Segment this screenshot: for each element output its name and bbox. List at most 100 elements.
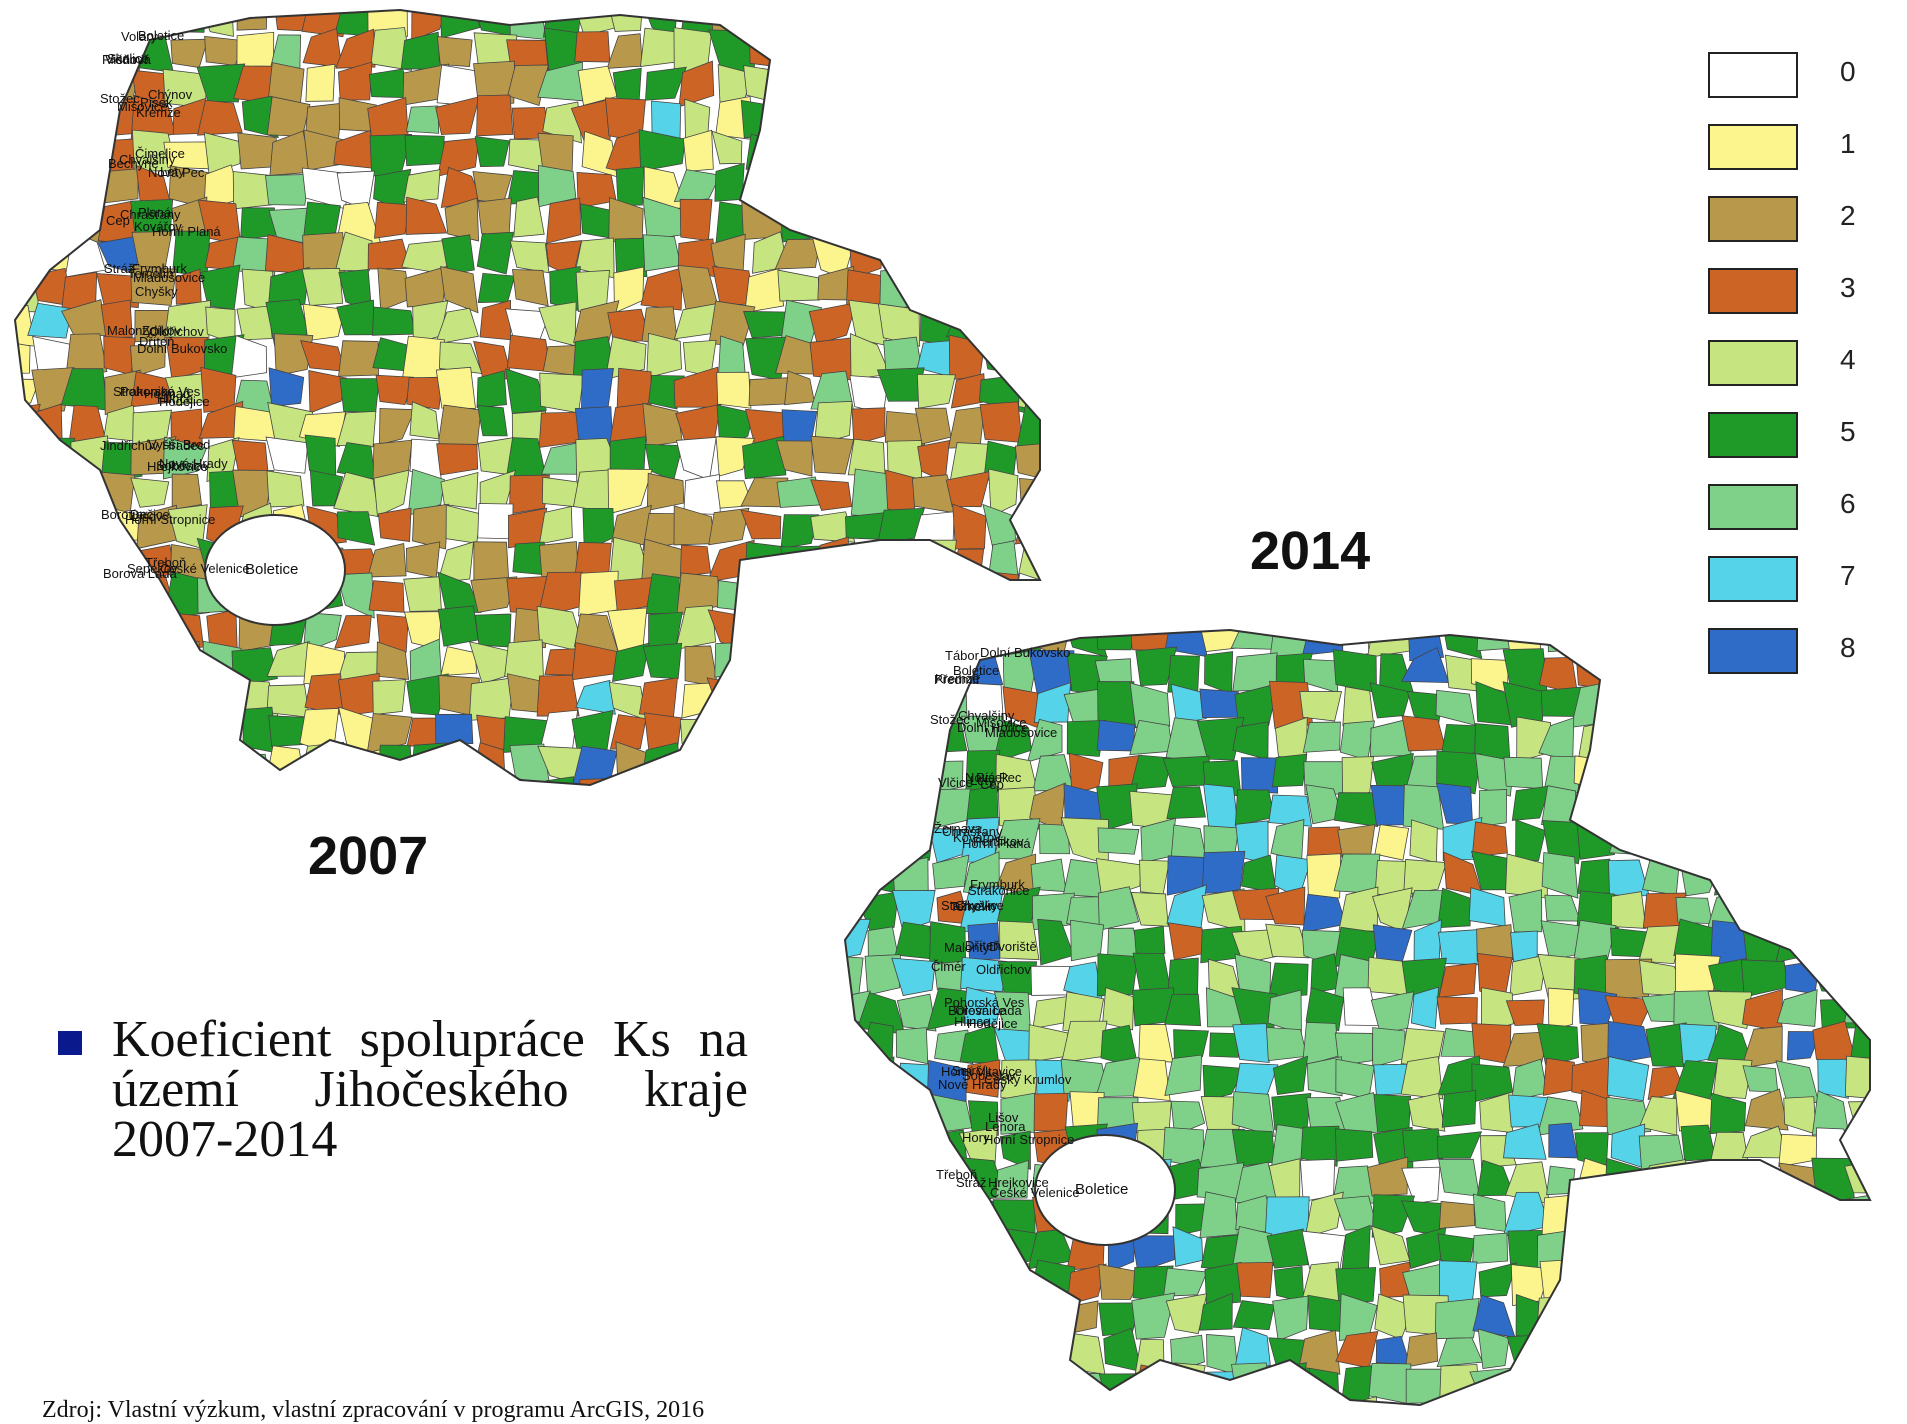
municipality-area bbox=[300, 741, 345, 785]
municipality-area bbox=[1846, 1296, 1870, 1341]
municipality-area bbox=[441, 745, 474, 783]
place-label: Frymburk bbox=[970, 877, 1025, 892]
legend-swatch bbox=[1708, 484, 1798, 530]
municipality-area bbox=[302, 612, 342, 654]
municipality-area bbox=[1047, 133, 1080, 176]
municipality-area bbox=[891, 1337, 930, 1374]
municipality-area bbox=[894, 1131, 934, 1172]
municipality-area bbox=[1014, 441, 1040, 482]
municipality-area bbox=[1138, 1024, 1174, 1063]
municipality-area bbox=[785, 711, 823, 754]
municipality-area bbox=[1310, 953, 1340, 994]
municipality-area bbox=[378, 408, 416, 446]
municipality-area bbox=[436, 36, 473, 67]
municipality-area bbox=[1032, 1395, 1073, 1405]
legend-item: 4 bbox=[1700, 336, 1900, 408]
place-label: Pertlíkov bbox=[973, 834, 1024, 849]
municipality-area bbox=[926, 1333, 972, 1373]
municipality-area bbox=[1372, 1027, 1406, 1068]
municipality-area bbox=[851, 407, 886, 446]
municipality-area bbox=[100, 299, 133, 339]
place-label: Bechyně bbox=[108, 156, 159, 171]
municipality-area bbox=[1813, 1299, 1846, 1339]
municipality-area bbox=[236, 305, 273, 341]
municipality-area bbox=[60, 681, 109, 717]
municipality-area bbox=[1844, 1258, 1870, 1297]
municipality-area bbox=[1271, 753, 1308, 788]
municipality-area bbox=[28, 10, 73, 42]
legend-item: 7 bbox=[1700, 552, 1900, 624]
municipality-area bbox=[72, 582, 102, 615]
municipality-area bbox=[1050, 28, 1080, 73]
bullet-point: Koeficient spolupráce Ks na území Jihoče… bbox=[58, 1014, 748, 1166]
municipality-area bbox=[785, 165, 819, 201]
legend-item: 0 bbox=[1700, 48, 1900, 120]
place-label: Borová Lada bbox=[103, 566, 177, 581]
municipality-area bbox=[642, 781, 682, 785]
municipality-area bbox=[15, 479, 39, 507]
municipality-area bbox=[819, 199, 848, 244]
municipality-area bbox=[99, 712, 140, 750]
municipality-area bbox=[1209, 1032, 1240, 1058]
municipality-area bbox=[986, 272, 1026, 313]
municipality-area bbox=[336, 442, 376, 480]
municipality-area bbox=[468, 677, 515, 721]
municipality-area bbox=[336, 299, 375, 336]
municipality-area bbox=[1878, 858, 1907, 891]
municipality-area bbox=[811, 138, 853, 175]
place-label: Dačice bbox=[130, 507, 170, 522]
municipality-area bbox=[1744, 1088, 1789, 1131]
municipality-area bbox=[845, 856, 872, 900]
municipality-area bbox=[914, 131, 957, 175]
municipality-area bbox=[902, 1092, 930, 1138]
municipality-area bbox=[894, 921, 932, 960]
municipality-area bbox=[781, 745, 818, 782]
municipality-area bbox=[1167, 922, 1204, 961]
municipality-area bbox=[915, 65, 960, 109]
municipality-area bbox=[1680, 1333, 1721, 1376]
municipality-area bbox=[36, 72, 75, 105]
municipality-area bbox=[401, 781, 443, 785]
municipality-area bbox=[1746, 1190, 1789, 1236]
boletice-label-2007: Boletice bbox=[245, 561, 298, 578]
municipality-area bbox=[916, 373, 956, 409]
municipality-area bbox=[1580, 1260, 1618, 1304]
municipality-area bbox=[810, 511, 856, 543]
place-label: Dříteň bbox=[139, 334, 174, 349]
municipality-area bbox=[1339, 720, 1375, 761]
municipality-area bbox=[507, 782, 546, 785]
municipality-area bbox=[1886, 954, 1907, 998]
municipality-area bbox=[1715, 1400, 1755, 1405]
municipality-area bbox=[162, 641, 202, 679]
municipality-area bbox=[1342, 686, 1375, 727]
legend-swatch bbox=[1708, 52, 1798, 98]
municipality-area bbox=[1712, 784, 1755, 822]
municipality-area bbox=[979, 66, 1019, 103]
municipality-area bbox=[779, 574, 818, 608]
municipality-area bbox=[435, 713, 474, 744]
municipality-area bbox=[1128, 1395, 1177, 1405]
municipality-area bbox=[15, 165, 41, 210]
place-label: Horní Stropnice bbox=[984, 1132, 1074, 1147]
municipality-area bbox=[997, 786, 1040, 830]
map-2007-outline bbox=[13, 8, 1042, 787]
municipality-area bbox=[32, 96, 73, 142]
municipality-area bbox=[377, 744, 414, 784]
municipality-area bbox=[1436, 1337, 1484, 1367]
municipality-area bbox=[1231, 1091, 1275, 1138]
municipality-area bbox=[1172, 1226, 1204, 1267]
municipality-area bbox=[1607, 783, 1653, 831]
municipality-area bbox=[1131, 1235, 1176, 1273]
municipality-area bbox=[1305, 987, 1345, 1032]
municipality-area bbox=[980, 130, 1027, 171]
place-label: Oldřichov bbox=[149, 324, 204, 339]
municipality-area bbox=[1166, 786, 1206, 820]
place-label: Nová Pec bbox=[148, 165, 205, 180]
place-label: Český Krumlov bbox=[984, 1072, 1072, 1087]
municipality-area bbox=[645, 66, 687, 101]
municipality-area bbox=[1885, 994, 1907, 1029]
municipality-area bbox=[1538, 1397, 1585, 1405]
municipality-area bbox=[1204, 1403, 1234, 1405]
municipality-area bbox=[981, 10, 1015, 38]
municipality-area bbox=[1777, 1228, 1822, 1273]
